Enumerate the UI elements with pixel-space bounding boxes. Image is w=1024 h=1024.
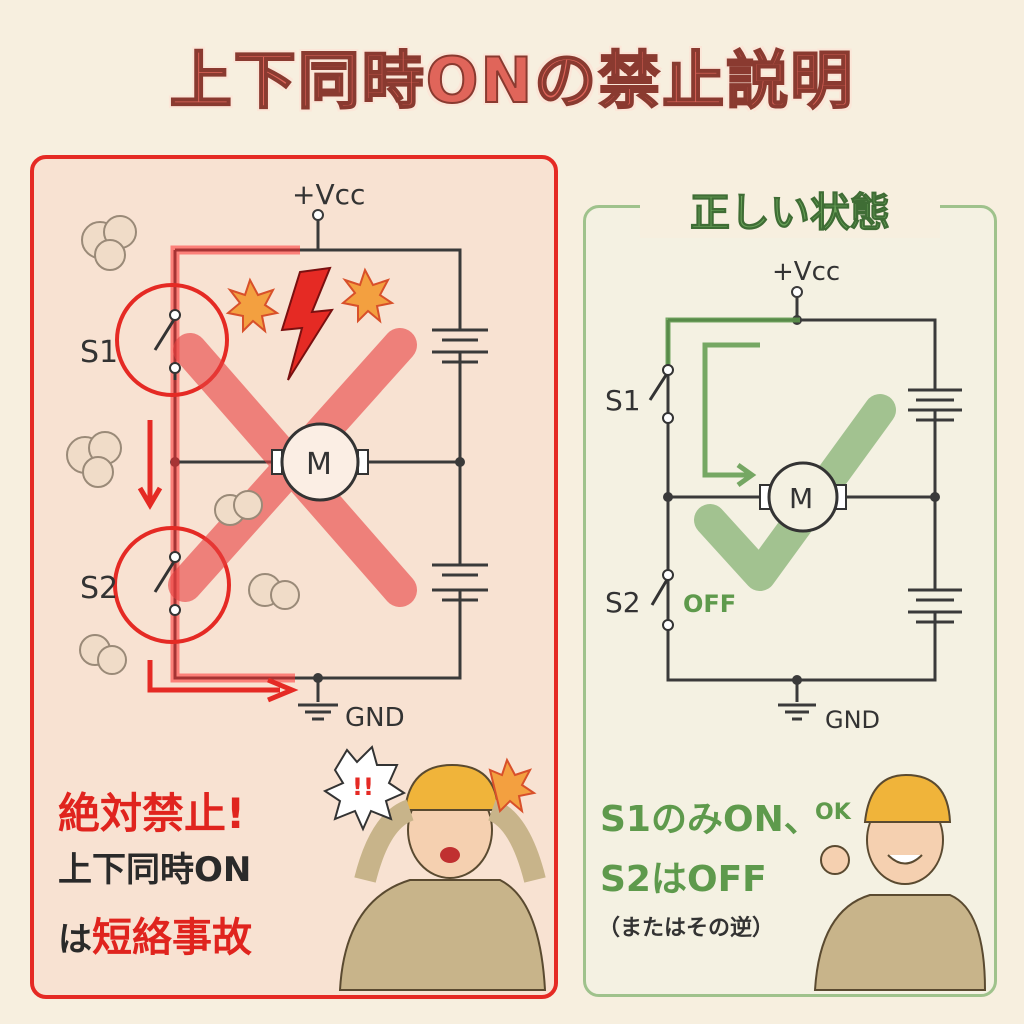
right-gnd-label: GND xyxy=(825,706,880,734)
left-gnd-label: GND xyxy=(345,703,405,733)
short-circuit-prefix: は xyxy=(58,920,92,960)
right-s1-label: S1 xyxy=(605,384,641,417)
spark-icon xyxy=(225,277,280,334)
spark-icon xyxy=(340,267,395,324)
short-circuit-path xyxy=(170,245,300,683)
simultaneous-on-text: 上下同時ON xyxy=(58,850,252,890)
s2-off-text: S2はOFF xyxy=(600,859,767,900)
exclaim-text: !! xyxy=(352,773,374,801)
left-motor-label: M xyxy=(306,447,332,482)
right-motor-label: M xyxy=(789,482,813,515)
right-s2-off-label: OFF xyxy=(683,590,736,618)
left-circuit xyxy=(173,215,488,721)
right-s1-switch-icon xyxy=(648,371,670,401)
motor-icon xyxy=(280,422,360,502)
ok-badge: OK xyxy=(815,800,851,825)
right-s2-switch-icon xyxy=(650,577,670,606)
short-circuit-emphasis: 短絡事故 xyxy=(92,915,252,961)
exclaim-bubble-icon xyxy=(322,745,407,832)
page-title: 上下同時ONの禁止説明 xyxy=(169,43,855,118)
correct-state-heading: 正しい状態 xyxy=(640,180,940,238)
left-vcc-label: +Vcc xyxy=(292,178,365,211)
s1-only-on-text: S1のみON、 xyxy=(600,799,820,840)
ok-worker-illustration xyxy=(813,773,987,991)
current-path-arrow xyxy=(665,317,800,488)
smoke-icon xyxy=(66,215,300,675)
absolute-prohibition-heading: 絶対禁止! xyxy=(58,789,246,838)
spark-icon xyxy=(488,757,537,814)
check-mark-icon xyxy=(694,394,896,591)
s2-switch-icon xyxy=(153,559,177,593)
worried-worker-illustration xyxy=(322,745,547,991)
s2-highlight xyxy=(113,526,231,644)
right-vcc-label: +Vcc xyxy=(772,257,840,287)
left-s1-label: S1 xyxy=(80,335,118,370)
right-circuit xyxy=(666,292,962,721)
s1-highlight xyxy=(115,283,229,397)
right-motor-icon xyxy=(767,461,839,533)
current-arrow-icon xyxy=(137,420,299,703)
or-vice-versa-text: （またはその逆） xyxy=(598,916,775,941)
left-s2-label: S2 xyxy=(80,571,118,606)
right-s2-label: S2 xyxy=(605,586,641,619)
lightning-icon xyxy=(280,266,334,381)
